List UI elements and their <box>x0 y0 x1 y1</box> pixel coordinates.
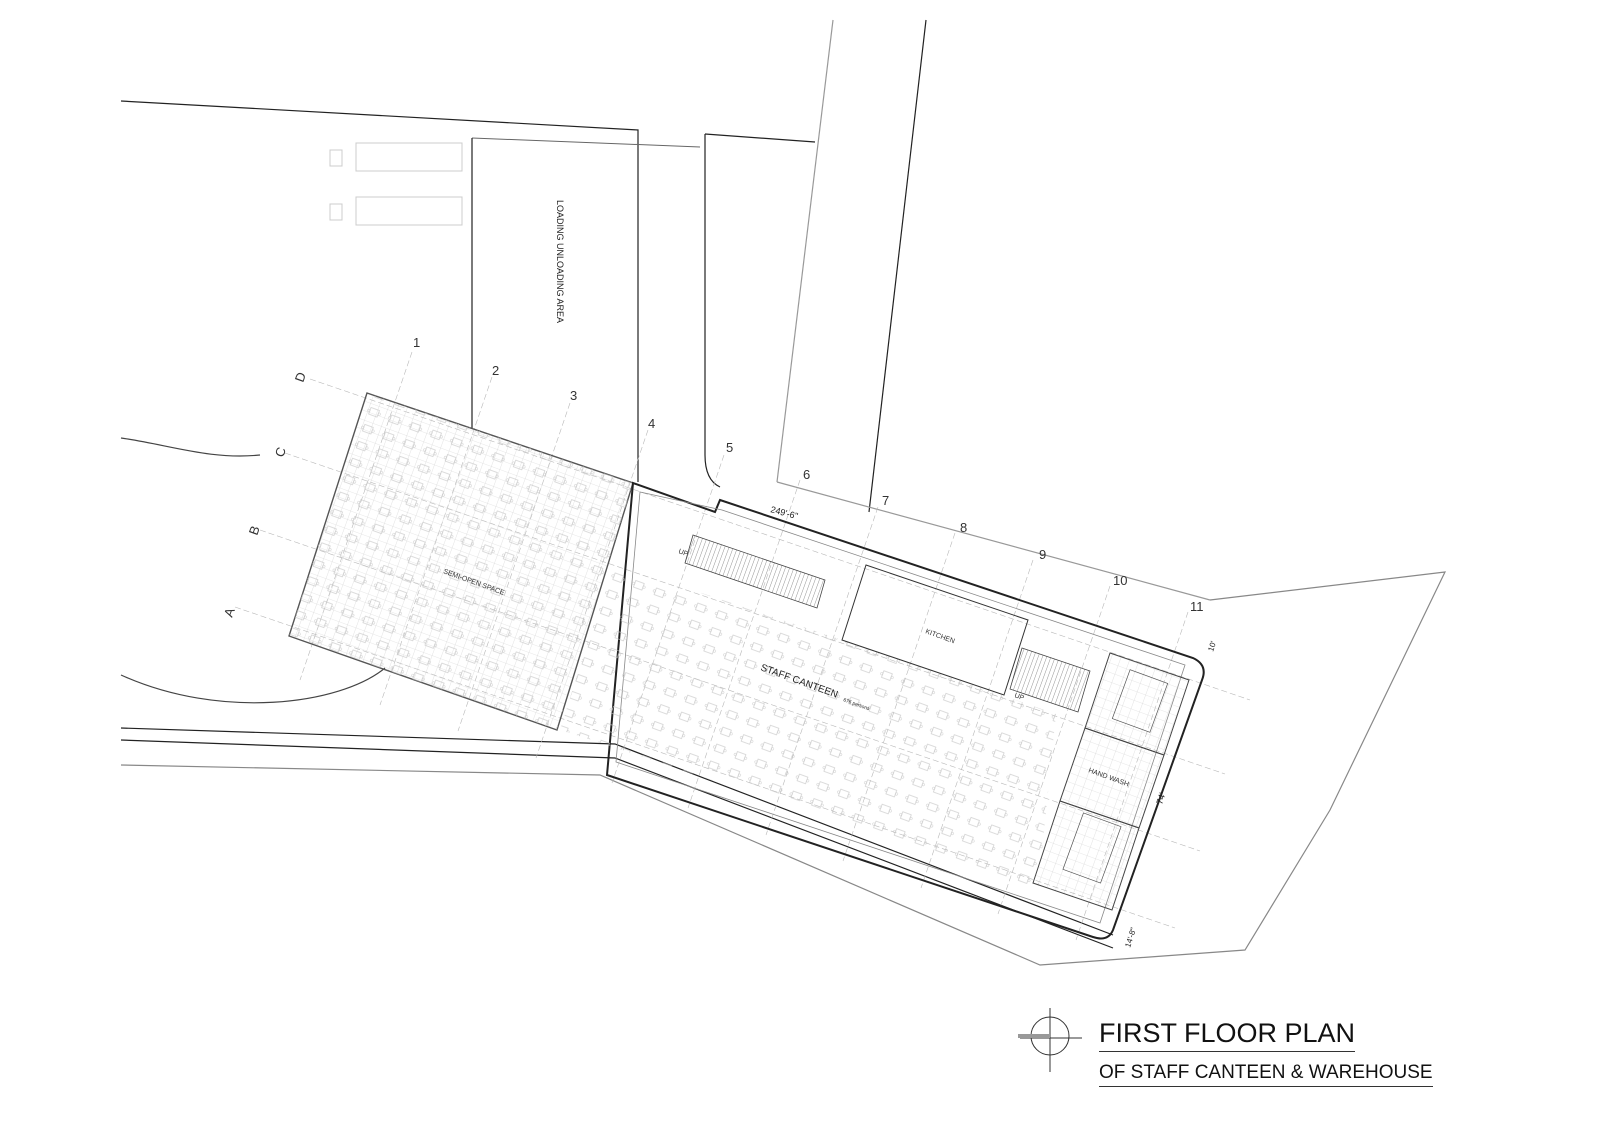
grid-number-4: 4 <box>648 416 655 431</box>
building-outline <box>605 481 1205 940</box>
stair-up-label-2: UP <box>1013 692 1025 702</box>
stair-up-label-1: UP <box>677 548 689 558</box>
grid-number-9: 9 <box>1039 547 1046 562</box>
dimension-offset-bottom: 14'-8" <box>1123 926 1138 948</box>
dimension-width: 74' <box>1154 791 1167 806</box>
grid-number-1: 1 <box>413 335 420 350</box>
grid-letter-a: A <box>221 605 238 619</box>
grid-number-7: 7 <box>882 493 889 508</box>
staff-canteen: STAFF CANTEEN 676 persons <box>560 563 1056 890</box>
staircase-west: UP <box>677 534 826 609</box>
staircase-east: UP <box>1009 647 1091 713</box>
grid-number-3: 3 <box>570 388 577 403</box>
grid-number-11: 11 <box>1190 599 1204 614</box>
grid-letter-c: C <box>272 445 289 459</box>
drawing-subtitle: OF STAFF CANTEEN & WAREHOUSE <box>1099 1062 1433 1087</box>
grid-number-6: 6 <box>803 467 810 482</box>
truck-icon <box>329 142 463 226</box>
toilet-block: HAND WASH <box>1032 652 1190 911</box>
kitchen-label: KITCHEN <box>924 628 955 645</box>
drawing-title: FIRST FLOOR PLAN <box>1099 1018 1356 1052</box>
semi-open-space: SEMI-OPEN SPACE <box>288 392 634 731</box>
loading-area-label: LOADING UNLOADING AREA <box>555 200 565 323</box>
grid-number-2: 2 <box>492 363 499 378</box>
dimension-offset-top: 10' <box>1206 639 1218 652</box>
site-boundary <box>120 19 1447 966</box>
grid-letter-b: B <box>246 524 263 537</box>
grid-letter-d: D <box>292 370 309 384</box>
grid-number-10: 10 <box>1113 573 1127 588</box>
grid-number-5: 5 <box>726 440 733 455</box>
grid-number-8: 8 <box>960 520 967 535</box>
loading-unloading-area: LOADING UNLOADING AREA <box>329 137 701 428</box>
north-arrow-icon <box>1018 1008 1082 1072</box>
